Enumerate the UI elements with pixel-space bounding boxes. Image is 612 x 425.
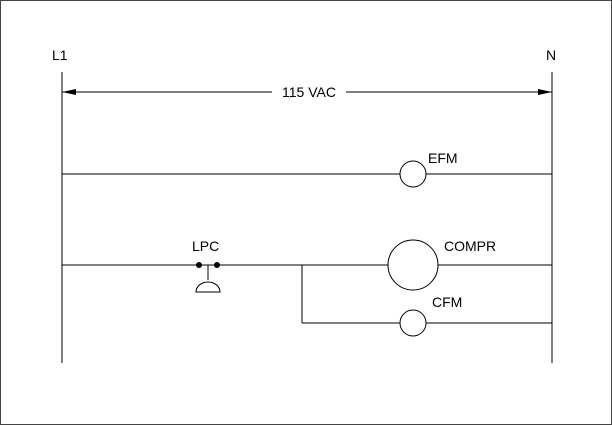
rung-efm: EFM <box>62 150 552 188</box>
compr-motor-icon <box>387 239 439 291</box>
rung-compr: LPC COMPR <box>62 238 552 293</box>
compr-label: COMPR <box>444 238 496 254</box>
voltage-label: 115 VAC <box>282 84 336 100</box>
arrowhead-right-icon <box>538 89 552 95</box>
cfm-coil-icon <box>399 309 427 337</box>
rung-cfm: CFM <box>301 265 552 337</box>
cfm-label: CFM <box>432 294 462 310</box>
lpc-label: LPC <box>192 238 219 254</box>
efm-coil-icon <box>399 160 427 188</box>
n-label: N <box>546 47 556 63</box>
arrowhead-left-icon <box>62 89 76 95</box>
voltage-dimension: 115 VAC <box>62 84 552 100</box>
l1-label: L1 <box>52 47 68 63</box>
lpc-pressure-switch-icon <box>195 262 221 293</box>
efm-label: EFM <box>428 150 458 166</box>
